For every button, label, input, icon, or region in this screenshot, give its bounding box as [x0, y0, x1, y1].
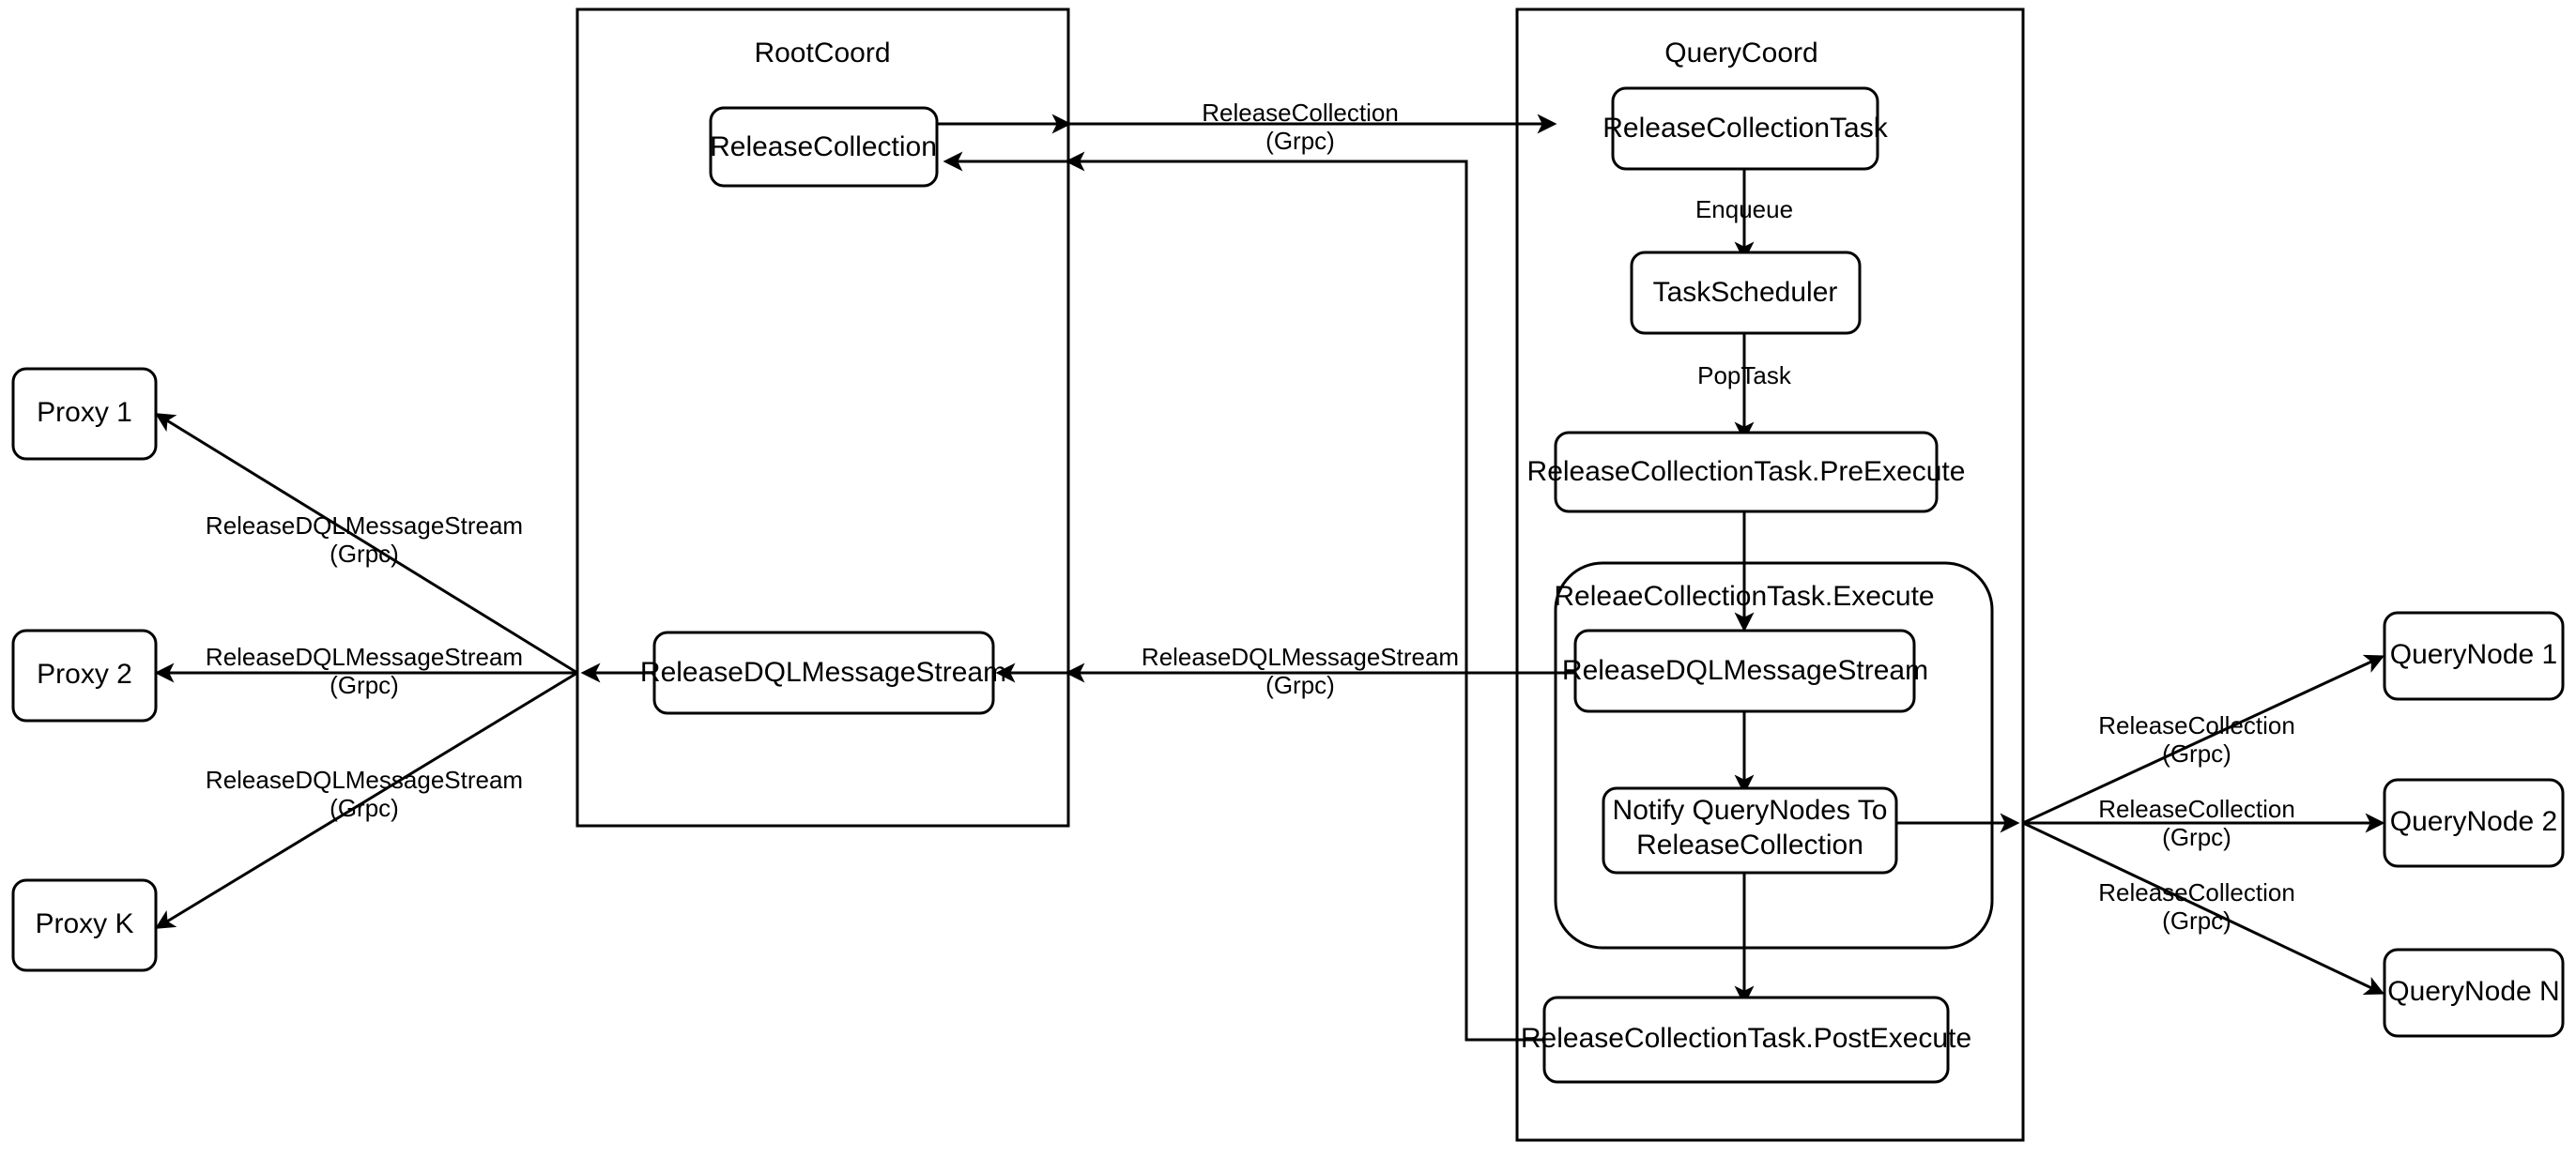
- container-rootcoord: RootCoord: [575, 8, 1070, 828]
- rootcoord-release-collection-label: ReleaseCollection: [710, 131, 937, 162]
- edge-label-release-dql-grpc-mid-2: (Grpc): [1265, 671, 1335, 699]
- edge-rootcoord-to-proxy1: ReleaseDQLMessageStream (Grpc): [155, 413, 578, 675]
- node-notify-querynodes[interactable]: Notify QueryNodes To ReleaseCollection: [1602, 786, 1898, 875]
- querynode-1-box[interactable]: [2383, 611, 2565, 701]
- rootcoord-title: RootCoord: [754, 38, 890, 69]
- querynode-1-label: QueryNode 1: [2390, 639, 2557, 670]
- edge-label-release-dql-grpc-mid-1: ReleaseDQLMessageStream: [1142, 643, 1459, 671]
- edge-taskscheduler-to-preexecute: PopTask: [1697, 333, 1792, 442]
- rootcoord-release-dql-label: ReleaseDQLMessageStream: [640, 657, 1006, 688]
- node-querynode-n[interactable]: QueryNode N: [2383, 948, 2565, 1038]
- edge-label-querynode1-line2: (Grpc): [2162, 739, 2231, 768]
- proxy-k-box[interactable]: [11, 878, 158, 972]
- node-task-scheduler[interactable]: TaskScheduler: [1630, 251, 1862, 335]
- rootcoord-release-collection-box[interactable]: [709, 106, 939, 188]
- edge-label-querynode2-line2: (Grpc): [2162, 823, 2231, 851]
- edge-postexecute-to-rootcoord: [943, 151, 1544, 1042]
- edge-label-querynode1-line1: ReleaseCollection: [2098, 711, 2295, 739]
- edge-label-querynode2-line1: ReleaseCollection: [2098, 795, 2295, 823]
- proxy-2-box[interactable]: [11, 629, 158, 723]
- task-scheduler-label: TaskScheduler: [1653, 277, 1838, 308]
- querycoord-box: [1515, 8, 2025, 1142]
- post-execute-box[interactable]: [1542, 996, 1950, 1084]
- node-pre-execute[interactable]: ReleaseCollectionTask.PreExecute: [1527, 431, 1966, 513]
- task-scheduler-box[interactable]: [1630, 251, 1862, 335]
- edge-label-release-collection-grpc-1: ReleaseCollection: [1202, 99, 1399, 127]
- notify-querynodes-box[interactable]: [1602, 786, 1898, 875]
- edge-label-proxy2-line2: (Grpc): [330, 671, 399, 699]
- edge-rootcoord-to-querycoord: ReleaseCollection (Grpc): [937, 99, 1557, 155]
- container-execute-group: ReleaeCollectionTask.Execute: [1554, 561, 1994, 950]
- rootcoord-release-dql-box[interactable]: [652, 631, 995, 715]
- node-querycoord-release-dql[interactable]: ReleaseDQLMessageStream: [1562, 629, 1928, 713]
- node-release-collection-task[interactable]: ReleaseCollectionTask: [1602, 86, 1889, 171]
- edge-notify-to-querynode1: ReleaseCollection (Grpc): [2022, 654, 2385, 825]
- edge-label-enqueue: Enqueue: [1695, 195, 1793, 223]
- edge-notify-to-querynoden: ReleaseCollection (Grpc): [2022, 821, 2385, 995]
- node-querynode-2[interactable]: QueryNode 2: [2383, 778, 2565, 868]
- edge-rootcoord-to-proxy2: ReleaseDQLMessageStream (Grpc): [154, 643, 577, 699]
- node-rootcoord-release-collection[interactable]: ReleaseCollection: [709, 106, 939, 188]
- node-post-execute[interactable]: ReleaseCollectionTask.PostExecute: [1521, 996, 1971, 1084]
- node-rootcoord-release-dql[interactable]: ReleaseDQLMessageStream: [640, 631, 1006, 715]
- proxy-k-label: Proxy K: [35, 908, 133, 939]
- proxy-1-box[interactable]: [11, 367, 158, 461]
- node-proxy-2[interactable]: Proxy 2: [11, 629, 158, 723]
- querynode-n-label: QueryNode N: [2387, 976, 2559, 1007]
- edge-label-querynoden-line2: (Grpc): [2162, 906, 2231, 935]
- edge-label-pop-task: PopTask: [1697, 361, 1792, 389]
- pre-execute-box[interactable]: [1554, 431, 1939, 513]
- edge-qc-releasedql-to-rootcoord: ReleaseDQLMessageStream (Grpc): [995, 643, 1591, 699]
- proxy-1-label: Proxy 1: [37, 397, 132, 428]
- node-querynode-1[interactable]: QueryNode 1: [2383, 611, 2565, 701]
- edge-label-querynoden-line1: ReleaseCollection: [2098, 878, 2295, 906]
- querynode-2-label: QueryNode 2: [2390, 806, 2557, 837]
- release-collection-task-box[interactable]: [1611, 86, 1879, 171]
- edge-releasecollectiontask-to-taskscheduler: Enqueue: [1695, 169, 1793, 262]
- edge-notify-to-querynode2: ReleaseCollection (Grpc): [2023, 795, 2385, 851]
- querycoord-title: QueryCoord: [1664, 38, 1817, 69]
- edge-label-proxy1-line2: (Grpc): [330, 540, 399, 568]
- edge-label-proxy2-line1: ReleaseDQLMessageStream: [206, 643, 523, 671]
- notify-querynodes-label-line2: ReleaseCollection: [1636, 830, 1863, 861]
- edge-label-proxyk-line1: ReleaseDQLMessageStream: [206, 766, 523, 794]
- proxy-2-label: Proxy 2: [37, 659, 132, 690]
- post-execute-label: ReleaseCollectionTask.PostExecute: [1521, 1023, 1971, 1054]
- querynode-2-box[interactable]: [2383, 778, 2565, 868]
- pre-execute-label: ReleaseCollectionTask.PreExecute: [1527, 456, 1966, 487]
- execute-group-box: [1554, 561, 1994, 950]
- rootcoord-box: [575, 8, 1070, 828]
- edge-rootcoord-to-proxyk: ReleaseDQLMessageStream (Grpc): [155, 671, 578, 929]
- edge-label-release-collection-grpc-2: (Grpc): [1265, 127, 1335, 155]
- release-collection-task-label: ReleaseCollectionTask: [1602, 113, 1888, 144]
- querycoord-release-dql-box[interactable]: [1573, 629, 1916, 713]
- querynode-n-box[interactable]: [2383, 948, 2565, 1038]
- container-querycoord: QueryCoord: [1515, 8, 2025, 1142]
- notify-querynodes-label-line1: Notify QueryNodes To: [1613, 795, 1888, 826]
- querycoord-release-dql-label: ReleaseDQLMessageStream: [1562, 655, 1928, 686]
- node-proxy-1[interactable]: Proxy 1: [11, 367, 158, 461]
- edge-label-proxy1-line1: ReleaseDQLMessageStream: [206, 511, 523, 540]
- edge-label-proxyk-line2: (Grpc): [330, 794, 399, 822]
- node-proxy-k[interactable]: Proxy K: [11, 878, 158, 972]
